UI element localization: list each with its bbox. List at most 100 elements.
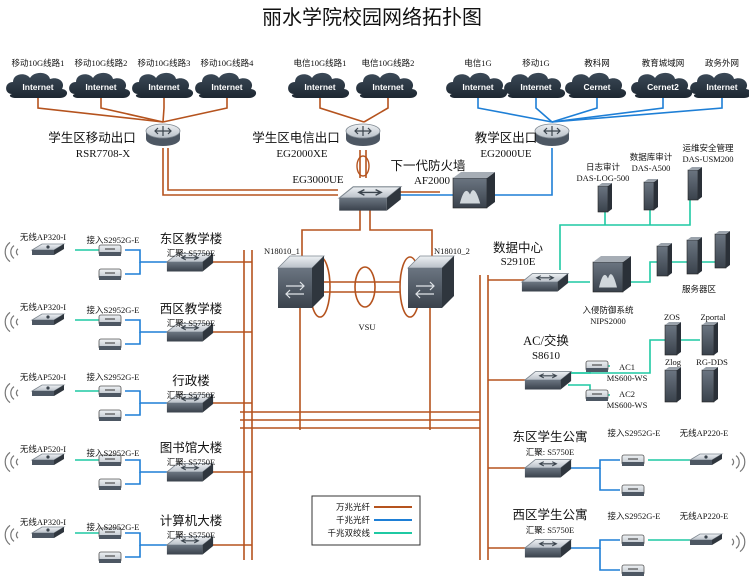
firewall-top <box>593 256 631 262</box>
zlog-label: Zlog <box>665 357 682 367</box>
ap-front <box>690 460 712 465</box>
ap-side <box>54 454 64 465</box>
ap-side <box>712 534 722 545</box>
ap-side <box>54 385 64 396</box>
server-front <box>597 185 609 213</box>
wifi-signal-icon <box>4 451 19 473</box>
legend-label-twisted-pair: 千兆双绞线 <box>327 528 370 538</box>
wifi-wave <box>4 382 11 404</box>
access-switch-base <box>99 346 121 350</box>
agg-to-access-line <box>125 390 170 404</box>
dorm-agg-label: 汇聚: S5750E <box>526 447 574 457</box>
ap-label: 无线AP320-I <box>20 302 66 312</box>
server-side <box>698 167 702 200</box>
access-switch-base <box>586 368 608 372</box>
server-top <box>688 167 702 170</box>
zportal-server-icon <box>701 322 718 356</box>
edu-uplink-line <box>551 98 598 123</box>
server-side <box>677 322 681 355</box>
ap-label: 无线AP320-I <box>20 517 66 527</box>
building-name: 东区教学楼 <box>160 231 223 246</box>
switch-arrows <box>357 188 383 196</box>
core-arrows <box>415 281 435 299</box>
access-switch-icon <box>98 314 122 326</box>
wifi-wave <box>739 531 746 553</box>
server-front <box>656 245 669 277</box>
telecom-uplink-line <box>319 98 365 123</box>
teaching-exit-router-icon <box>534 123 570 146</box>
ap-led <box>46 386 50 390</box>
wifi-wave <box>4 451 11 473</box>
wifi-wave <box>4 241 11 263</box>
dorm-agg-to-access-line <box>570 539 620 549</box>
switch-side <box>202 323 214 342</box>
rg-dds-label: RG-DDS <box>696 357 728 367</box>
agg-to-access-line <box>125 459 170 473</box>
access-switch-base <box>99 252 121 256</box>
access-switch-base <box>622 492 644 496</box>
switch-side <box>560 459 572 478</box>
teaching-exit-to-gateway-line <box>400 148 553 196</box>
switch-side <box>557 273 569 292</box>
switch-front <box>166 403 203 413</box>
server-front <box>701 324 715 356</box>
server-top <box>665 367 681 370</box>
switch-side <box>202 394 214 413</box>
access-switch-icon <box>98 551 122 563</box>
ops-security-server-icon <box>687 167 702 201</box>
ap-side <box>54 244 64 255</box>
dorm-name: 西区学生公寓 <box>512 507 587 522</box>
ac1-name: AC1 <box>619 362 635 372</box>
legend: 万兆光纤 千兆光纤 千兆双绞线 <box>311 495 421 546</box>
edu-link-label-3: 教科网 <box>584 58 610 68</box>
wifi-wave <box>735 535 740 549</box>
server-zone-server-icon <box>714 231 730 269</box>
cloud-label: Internet <box>520 82 551 92</box>
access-switch-label: 接入S2952G-E <box>87 372 140 382</box>
datacenter-server-line <box>625 261 720 283</box>
wifi-wave <box>4 311 11 333</box>
datacenter-model: S2910E <box>501 256 536 268</box>
ap-front <box>32 250 54 255</box>
switch-side <box>560 539 572 558</box>
access-switch-base <box>99 276 121 280</box>
edu-link-label-2: 移动1G <box>522 58 549 68</box>
building-name: 计算机大楼 <box>160 513 223 528</box>
building-agg-switch-icon <box>165 323 215 342</box>
ac2-name: AC2 <box>619 389 635 399</box>
switch-front <box>166 472 203 482</box>
mobile-link-label-2: 移动10G线路2 <box>75 58 128 68</box>
agg-to-access-line <box>125 472 141 485</box>
server-side <box>714 322 718 355</box>
server-top <box>665 322 681 325</box>
edu-uplink-line <box>535 98 553 123</box>
server-front <box>714 233 727 269</box>
server-top <box>598 183 612 186</box>
zlog-server-icon <box>664 367 681 403</box>
internet-cloud-icon: Internet <box>690 72 749 98</box>
switch-front <box>524 468 561 478</box>
firewall-side <box>487 172 495 208</box>
switch-front <box>166 262 203 272</box>
teaching-exit-model: EG2000UE <box>480 148 532 160</box>
edu-uplink-line <box>551 98 723 123</box>
core-front <box>278 268 312 308</box>
top-link-labels: 移动10G线路1 移动10G线路2 移动10G线路3 移动10G线路4 电信10… <box>12 58 739 68</box>
access-switch-base <box>99 486 121 490</box>
zos-server-icon <box>664 322 681 356</box>
internet-cloud-icon: Internet <box>504 72 566 98</box>
mobile-link-label-4: 移动10G线路4 <box>201 58 255 68</box>
dorm-wireless-ap-icon <box>688 533 724 545</box>
ac-switch-name: AC/交换 <box>523 333 569 348</box>
cloud-label: Internet <box>372 82 403 92</box>
dorm-agg-switch-icon <box>523 539 573 558</box>
student-mobile-exit-name: 学生区移动出口 <box>48 130 136 145</box>
ap-led <box>704 535 708 539</box>
ap-label: 无线AP520-I <box>20 372 66 382</box>
server-front <box>687 169 699 201</box>
ap-label: 无线AP320-I <box>20 232 66 242</box>
core-switch-1-icon <box>277 255 325 308</box>
wifi-wave <box>10 528 15 542</box>
access-switch-icon <box>98 338 122 350</box>
building-name: 西区教学楼 <box>160 301 223 316</box>
